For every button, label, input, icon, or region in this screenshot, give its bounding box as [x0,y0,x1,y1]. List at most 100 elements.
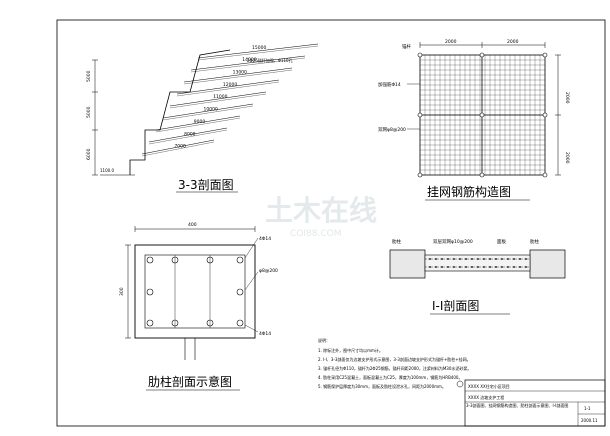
mesh-detail: 2000 2000 2000 2000 锚杆 加强筋Φ14 双网φ8@200 挂… [378,39,570,201]
anchor-length-label: 11000 [213,94,227,100]
anchor-bar [148,129,228,145]
rebar-dot [489,258,491,260]
rebar-dot [453,258,455,260]
rebar-dot [441,266,443,268]
anchor-bar [169,93,267,109]
rib-column-section: 400 300 4Φ14 φ8@200 4Φ14 肋柱剖面示意图 [119,222,278,391]
slope-profile [129,49,231,175]
anchor-bar [141,139,215,155]
anchor-bar [155,115,241,131]
title-block-frame [464,379,606,427]
rib-width-label: 400 [188,222,197,228]
anchor-head [479,52,485,58]
label-panel: 面板 [497,238,506,245]
rebar-dot [453,266,455,268]
rebar-dot [146,256,154,264]
anchor-head [417,52,423,58]
rebar-dot [447,258,449,260]
anchor-group: 1500014000130001200011000100009000800070… [141,43,319,157]
rebar-dot [146,288,154,296]
rebar-dot [477,258,479,260]
rebar-dot [465,258,467,260]
note-line: 2. I-I、3-3剖面仅为边坡支护形式示意图，3-3剖面边坡支护形式为锚杆+肋… [318,356,471,362]
rebar-dot [441,258,443,260]
title-section-3-3: 3-3剖面图 [178,178,234,192]
anchor-bar [190,57,306,73]
rib-stirrup [144,254,246,329]
drawing-frame [56,19,606,427]
rebar-dot [459,258,461,260]
anchor-bar [197,45,319,61]
rebar-dot [465,266,467,268]
note-line: 5. 钢筋保护层厚度为30mm，面板及肋柱设泄水孔，间距为2000mm。 [318,383,446,389]
anchor-head [417,172,423,178]
leader-line [244,237,259,259]
sheet-number: 1-1 [584,406,591,411]
rebar-dot [519,266,521,268]
note-line: 4. 肋柱采用C25混凝土，面板混凝土为C25，厚度为100mm，钢筋为HRB4… [318,374,462,380]
project-line2: XXXX 边坡支护工程 [468,394,504,400]
anchor-length-label: 10000 [204,107,218,113]
anchor-bar [197,43,319,59]
rebar-dot [146,319,154,327]
mesh-top-dim-label: 2000 [445,39,457,45]
rebar-dot [507,266,509,268]
rebar-dot [483,266,485,268]
rebar-dot [525,266,527,268]
drawing-date: 2000.11 [581,418,598,423]
rebar-dot [236,319,244,327]
rebar-dot [495,258,497,260]
rebar-dot [477,266,479,268]
anchor-head [479,112,485,118]
anchor-bar [155,117,241,133]
rib-left-block [389,249,426,279]
anchor-bar [148,127,228,143]
anchor-bar [162,103,254,119]
rebar-dot [513,258,515,260]
label-double-mesh: 双层双网φ10@200 [433,239,473,245]
anchor-bar [176,79,280,95]
rib-stirrup-label: φ8@200 [259,268,278,274]
label-anchor: 锚杆 [402,43,411,50]
label-strength-bar: 加强筋Φ14 [378,81,401,88]
anchor-head [542,112,548,118]
rebar-dot [525,258,527,260]
face-panel [424,254,531,272]
watermark-text: 土木在线 [265,194,377,227]
notes-heading: 说明： [318,337,330,343]
anchor-note: 2Φ25锚杆加强，Φ110孔 [247,57,293,63]
rebar-dot [429,266,431,268]
title-mesh: 挂网钢筋构造图 [427,184,511,199]
drawing-name: 3-3剖面图、挂网钢筋构造图、肋柱剖面示意图、I-I剖面图 [466,403,569,408]
label-double-mesh: 双网φ8@200 [378,127,406,133]
drawing-name-box: 3-3剖面图、挂网钢筋构造图、肋柱剖面示意图、I-I剖面图 [466,403,569,408]
note-line: 3. 锚杆孔径为Φ110，锚杆为2Φ25钢筋，锚杆间距2000，注浆材料为M30… [318,365,471,371]
anchor-length-label: 12000 [223,82,237,88]
rebar-dot [501,258,503,260]
anchor-length-label: 15000 [252,45,266,51]
rebar-dot [435,258,437,260]
height-dim-label: 5000 [86,106,92,118]
rib-top-rebar-label: 4Φ14 [259,236,271,242]
label-rib-right: 肋柱 [530,238,539,245]
watermark-sub: COI88.COM [290,229,341,239]
mesh-top-dim-label: 2000 [507,39,519,45]
anchor-length-label: 13000 [233,70,247,76]
section-rebar-dots [429,258,527,268]
mesh-grid [417,52,548,178]
rebar-dot [483,258,485,260]
rebar-dot [171,319,179,327]
mesh-side-dim-label: 2000 [564,92,570,104]
anchor-head [417,112,423,118]
base-label: 1100.0 [100,168,114,173]
watermark: 土木在线 COI88.COM [265,194,377,239]
rebar-dot [495,266,497,268]
rebar-dot [471,266,473,268]
anchor-length-label: 14000 [242,57,256,63]
anchor-bar [183,69,293,85]
rebar-dot [507,258,509,260]
anchor-head [542,172,548,178]
rebar-dot [236,288,244,296]
anchor-length-label: 8000 [184,131,196,137]
project-line1: XXXX XX住宅小区项目 [468,383,510,389]
